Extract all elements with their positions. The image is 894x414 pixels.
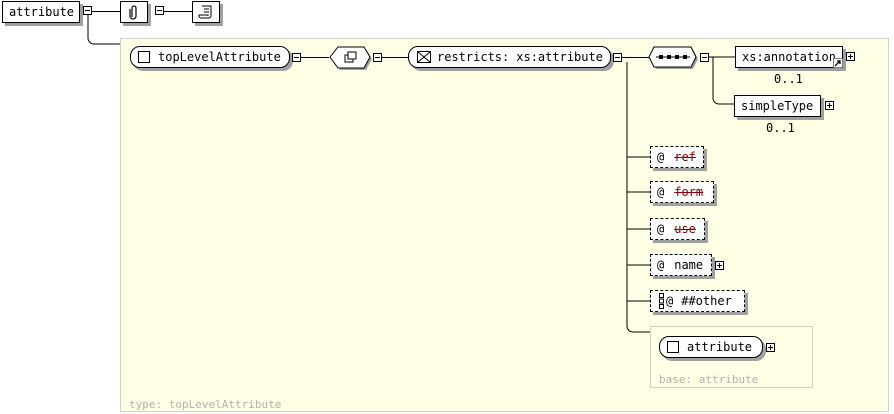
complex-content-collapse-icon[interactable] [373, 53, 382, 62]
root-collapse-icon[interactable] [83, 6, 92, 15]
any-attribute-label: ##other [681, 294, 732, 308]
sequence-collapse-icon[interactable] [700, 53, 709, 62]
attribute-ref-label: ref [674, 150, 696, 164]
connector [622, 57, 649, 58]
reference-arrow-icon [833, 58, 843, 68]
simple-type-label: simpleType [741, 99, 814, 113]
connector [382, 57, 409, 58]
base-attribute-expand-icon[interactable] [766, 343, 775, 352]
restricts-collapse-icon[interactable] [613, 53, 622, 62]
base-caption: base: attribute [659, 373, 759, 386]
documentation-node[interactable] [192, 1, 220, 23]
at-symbol: @ [657, 150, 665, 164]
sequence-icon [656, 55, 690, 59]
xs-annotation-node[interactable]: xs:annotation [735, 46, 843, 68]
annotation-collapse-icon[interactable] [155, 6, 164, 15]
root-attribute-node[interactable]: attribute [2, 1, 80, 23]
attribute-use-node[interactable]: @ use [650, 218, 705, 240]
any-attribute-node[interactable]: @ ##other [650, 290, 745, 312]
attribute-ref-node[interactable]: @ ref [650, 146, 704, 168]
xs-annotation-label: xs:annotation [742, 50, 836, 64]
at-symbol: @ [657, 222, 665, 236]
top-level-attribute-node[interactable]: topLevelAttribute [130, 46, 290, 68]
restriction-icon [417, 51, 431, 63]
scroll-icon [198, 5, 212, 19]
attribute-use-label: use [674, 222, 696, 236]
top-level-collapse-icon[interactable] [292, 53, 301, 62]
connector [164, 11, 192, 12]
attribute-name-label: name [674, 258, 704, 272]
attribute-name-expand-icon[interactable] [715, 261, 724, 270]
complex-type-icon [667, 341, 679, 353]
attribute-form-node[interactable]: @ form [650, 181, 714, 203]
top-level-attribute-label: topLevelAttribute [158, 50, 281, 64]
at-symbol: @ [657, 185, 665, 199]
complex-content-icon [344, 51, 357, 63]
sequence-node[interactable] [648, 46, 700, 72]
root-attribute-label: attribute [9, 5, 75, 19]
restricts-node[interactable]: restricts: xs:attribute [408, 46, 611, 68]
xs-annotation-expand-icon[interactable] [846, 52, 855, 61]
complex-type-icon [138, 51, 150, 63]
paperclip-icon [129, 5, 137, 20]
at-symbol: @ [666, 294, 674, 308]
attribute-form-label: form [674, 185, 704, 199]
any-attribute-icon [659, 293, 664, 309]
restricts-prefix: restricts: [437, 50, 510, 64]
simple-type-expand-icon[interactable] [825, 101, 834, 110]
type-caption: type: topLevelAttribute [129, 398, 282, 411]
base-attribute-node[interactable]: attribute [659, 336, 763, 358]
connector [301, 57, 329, 58]
xs-annotation-cardinality: 0..1 [774, 72, 803, 86]
simple-type-cardinality: 0..1 [766, 121, 795, 135]
restricts-type: xs:attribute [516, 50, 603, 64]
at-symbol: @ [657, 258, 665, 272]
simple-type-node[interactable]: simpleType [734, 95, 821, 117]
annotation-node[interactable] [120, 1, 148, 23]
complex-content-node[interactable] [328, 45, 372, 71]
connector [92, 11, 120, 12]
attribute-name-node[interactable]: @ name [650, 254, 712, 276]
base-attribute-label: attribute [687, 340, 753, 354]
